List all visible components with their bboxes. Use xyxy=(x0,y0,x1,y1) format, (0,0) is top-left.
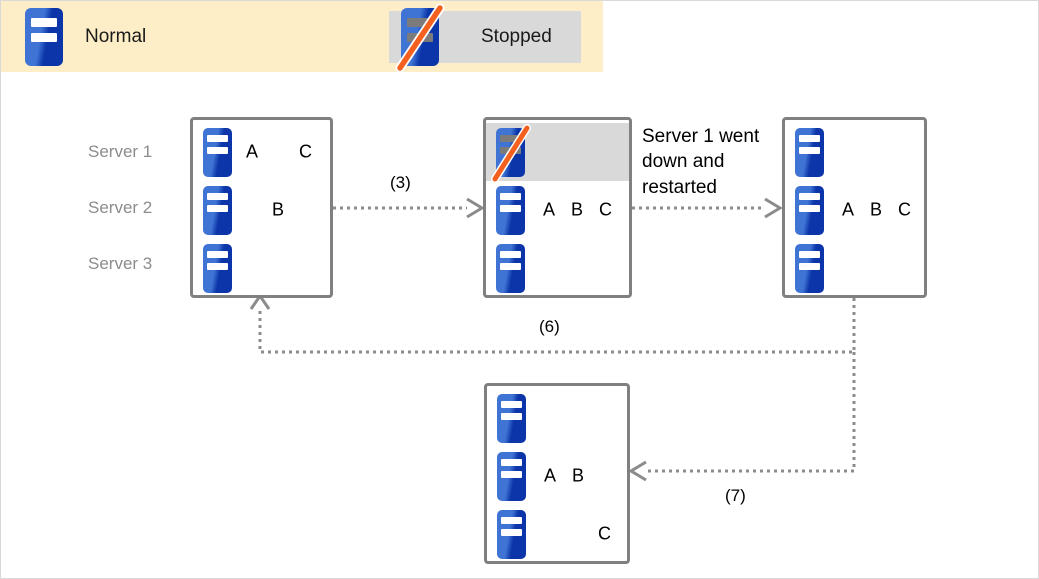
server-icon xyxy=(203,185,232,235)
server-icon-bar-2 xyxy=(501,528,522,536)
server-icon xyxy=(25,8,63,66)
state-box-rebalanced-row-server-1 xyxy=(487,389,627,447)
server-icon-bar-1 xyxy=(501,400,522,408)
server-icon xyxy=(497,393,526,443)
state-box-initial-row-server-2: B xyxy=(193,181,330,239)
legend-item-normal: Normal xyxy=(25,8,147,66)
legend-item-stopped: Stopped xyxy=(389,3,581,73)
server-icon xyxy=(497,509,526,559)
server-icon xyxy=(496,185,525,235)
server-icon-bar-2 xyxy=(799,146,820,154)
server-stopped-icon xyxy=(491,123,531,183)
legend-label-normal: Normal xyxy=(85,26,147,47)
state-box-server1-stopped-row-server-3 xyxy=(486,239,629,297)
server-icon xyxy=(795,243,824,293)
partition-item: C xyxy=(299,141,312,162)
server-stopped-icon-bar-1 xyxy=(500,134,521,142)
legend-label-stopped: Stopped xyxy=(481,26,552,47)
partition-item: A xyxy=(246,141,259,162)
partition-item: B xyxy=(870,199,883,220)
state-box-server1-stopped-row-server-2: A B C xyxy=(486,181,629,239)
partition-item: C xyxy=(898,199,911,220)
partition-list: A B C xyxy=(834,181,924,239)
edge-3-arrowhead xyxy=(466,197,485,219)
server-icon-bar-1 xyxy=(31,18,57,27)
edge-7-arrowhead xyxy=(628,460,647,482)
server-icon-bar-2 xyxy=(500,204,521,212)
partition-item: B xyxy=(571,199,584,220)
edge-label-3: (3) xyxy=(390,173,411,192)
state-box-rebalanced-row-server-3: C xyxy=(487,505,627,563)
server-icon-bar-1 xyxy=(207,192,228,200)
partition-item: B xyxy=(272,199,285,220)
edge-label-6: (6) xyxy=(539,317,560,336)
server-stopped-icon-bar-1 xyxy=(407,18,433,27)
server-icon xyxy=(497,451,526,501)
server-icon-bar-2 xyxy=(207,204,228,212)
partition-list xyxy=(834,123,924,181)
partition-list xyxy=(242,239,330,297)
state-box-server1-restarted-row-server-3 xyxy=(785,239,924,297)
server-icon-bar-1 xyxy=(799,250,820,258)
partition-list: A C xyxy=(242,123,330,181)
server-icon-bar-2 xyxy=(207,146,228,154)
partition-list: A B C xyxy=(535,181,629,239)
partition-item: C xyxy=(599,199,612,220)
row-label-server-2: Server 2 xyxy=(88,198,153,217)
partition-item: A xyxy=(544,465,557,486)
server-stopped-icon-bar-2 xyxy=(500,146,521,154)
server-icon-bar-1 xyxy=(207,250,228,258)
server-icon-bar-2 xyxy=(501,470,522,478)
server-icon-bar-1 xyxy=(799,192,820,200)
server-icon-bar-1 xyxy=(500,192,521,200)
row-label-server-1: Server 1 xyxy=(88,142,153,161)
server-icon-bar-2 xyxy=(31,33,57,42)
state-box-initial-row-server-3 xyxy=(193,239,330,297)
server-icon xyxy=(795,127,824,177)
server-icon-bar-1 xyxy=(500,250,521,258)
partition-list xyxy=(536,389,627,447)
edge-7-line xyxy=(646,352,856,473)
legend-bar: Normal Stopped xyxy=(1,1,603,73)
server-stopped-icon-bar-2 xyxy=(407,33,433,42)
partition-item: A xyxy=(543,199,556,220)
server-icon-bar-2 xyxy=(501,412,522,420)
state-box-server1-stopped-row-server-1 xyxy=(486,123,629,183)
server-icon-bar-2 xyxy=(799,204,820,212)
partition-list: C xyxy=(536,505,627,563)
row-label-server-3: Server 3 xyxy=(88,254,153,273)
server-stopped-icon xyxy=(395,3,445,73)
partition-list xyxy=(535,239,629,297)
server-icon xyxy=(795,185,824,235)
server-icon-bar-1 xyxy=(207,134,228,142)
server-icon xyxy=(203,127,232,177)
server-icon xyxy=(496,243,525,293)
edge-restart-arrowhead xyxy=(764,197,783,219)
server-icon-bar-1 xyxy=(501,458,522,466)
server-icon-bar-1 xyxy=(799,134,820,142)
partition-list xyxy=(834,239,924,297)
partition-list: A B xyxy=(536,447,627,505)
state-box-server1-restarted-row-server-1 xyxy=(785,123,924,181)
partition-item: A xyxy=(842,199,855,220)
state-box-rebalanced: A B C xyxy=(484,383,630,564)
state-box-initial-row-server-1: A C xyxy=(193,123,330,181)
partition-list xyxy=(535,123,629,181)
state-box-server1-restarted-row-server-2: A B C xyxy=(785,181,924,239)
partition-list: B xyxy=(242,181,330,239)
partition-item: B xyxy=(572,465,585,486)
state-box-server1-restarted: A B C xyxy=(782,117,927,298)
state-box-rebalanced-row-server-2: A B xyxy=(487,447,627,505)
partition-item: C xyxy=(598,523,611,544)
state-box-initial: A C B xyxy=(190,117,333,298)
server-icon-bar-2 xyxy=(799,262,820,270)
server-icon-bar-2 xyxy=(207,262,228,270)
server-icon-bar-2 xyxy=(500,262,521,270)
server-icon-bar-1 xyxy=(501,516,522,524)
edge-label-7: (7) xyxy=(725,486,746,505)
state-box-server1-stopped: A B C xyxy=(483,117,632,298)
annotation-server1-restart: Server 1 went down and restarted xyxy=(642,126,760,198)
server-icon xyxy=(203,243,232,293)
